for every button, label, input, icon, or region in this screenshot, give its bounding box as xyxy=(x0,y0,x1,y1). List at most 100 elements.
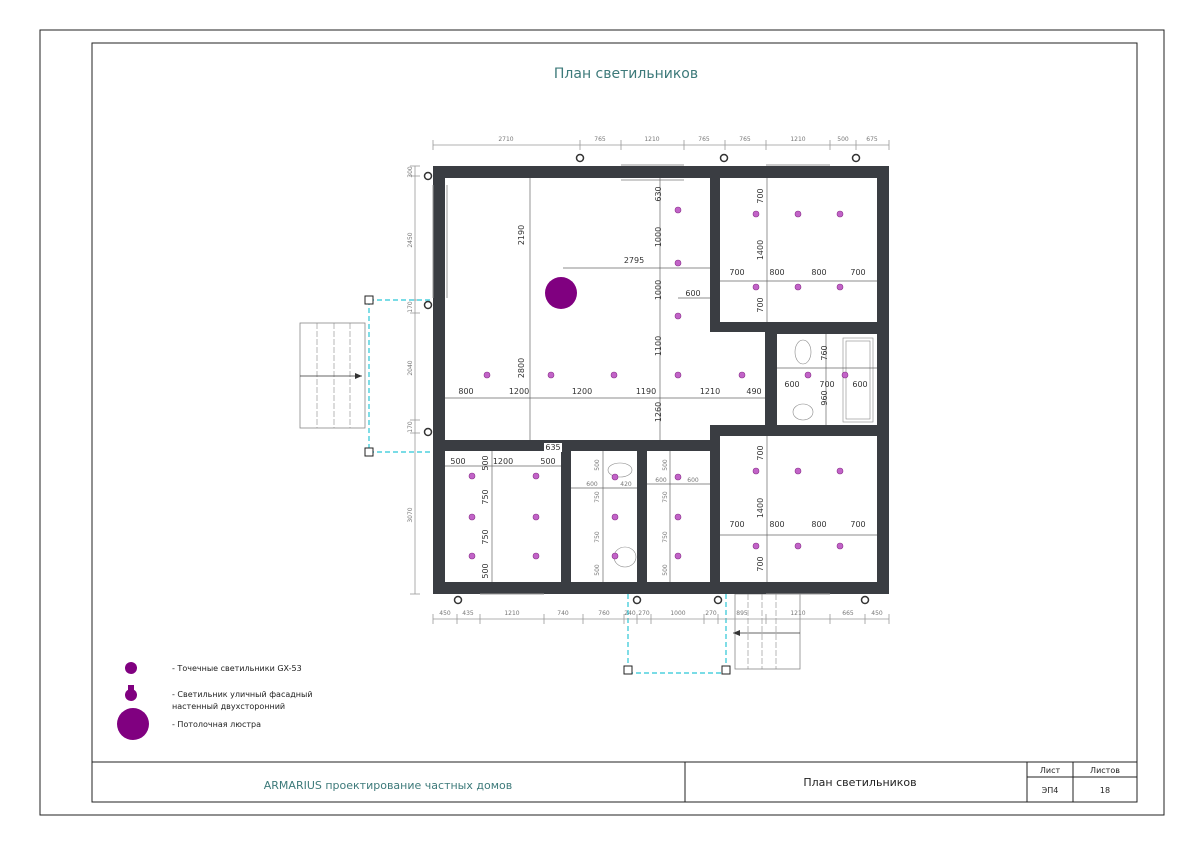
spot-light-icon xyxy=(674,473,682,481)
spot-light-icon xyxy=(836,542,844,550)
spot-light-icon xyxy=(611,513,619,521)
legend-facade-icon xyxy=(128,685,134,690)
svg-text:1260: 1260 xyxy=(654,402,663,422)
svg-text:800: 800 xyxy=(769,268,784,277)
sheet-label: Лист xyxy=(1040,766,1061,775)
sheets-label: Листов xyxy=(1090,766,1120,775)
room-wc-1 xyxy=(571,451,637,582)
svg-text:270: 270 xyxy=(705,610,717,617)
spot-light-icon xyxy=(483,371,491,379)
bedroom-top-dimensions: 700 1400 700 700 800 800 700 xyxy=(729,188,865,312)
spot-light-icon xyxy=(674,312,682,320)
svg-text:700: 700 xyxy=(756,445,765,460)
facade-light-icon xyxy=(423,300,433,310)
svg-text:760: 760 xyxy=(598,610,610,617)
sheet-title: План светильников xyxy=(554,66,698,82)
svg-text:500: 500 xyxy=(594,564,601,576)
svg-text:240: 240 xyxy=(624,610,636,617)
svg-text:- Светильник уличный фасадный: - Светильник уличный фасадный xyxy=(172,690,313,699)
spot-light-icon xyxy=(752,283,760,291)
svg-text:1400: 1400 xyxy=(756,498,765,518)
spot-light-icon xyxy=(674,371,682,379)
svg-text:- Точечные светильники GX-53: - Точечные светильники GX-53 xyxy=(172,664,302,673)
svg-text:3070: 3070 xyxy=(407,507,414,522)
svg-text:1000: 1000 xyxy=(654,227,663,247)
svg-text:2795: 2795 xyxy=(624,256,644,265)
left-dimensions: 300 2450 170 2040 170 3070 xyxy=(407,165,420,595)
drawing-name: План светильников xyxy=(803,776,916,789)
facade-light-icon xyxy=(453,595,463,605)
svg-text:1200: 1200 xyxy=(572,387,592,396)
company-name: ARMARIUS проектирование частных домов xyxy=(264,779,512,792)
svg-text:800: 800 xyxy=(458,387,473,396)
spot-light-icon xyxy=(468,472,476,480)
svg-text:665: 665 xyxy=(842,610,854,617)
svg-text:- Потолочная люстра: - Потолочная люстра xyxy=(172,720,261,729)
svg-text:635: 635 xyxy=(545,443,560,452)
living-dimensions: 2190 630 1000 1000 1100 1260 2795 600 28… xyxy=(458,186,761,422)
svg-text:2190: 2190 xyxy=(517,225,526,245)
spot-light-icon xyxy=(738,371,746,379)
bottom-porch xyxy=(623,593,801,675)
svg-text:750: 750 xyxy=(662,531,669,543)
svg-text:600: 600 xyxy=(655,477,667,484)
svg-text:270: 270 xyxy=(638,610,650,617)
svg-text:750: 750 xyxy=(662,491,669,503)
facade-light-icon xyxy=(423,171,433,181)
bottom-dimensions: 450 435 1210 740 760 240 270 1000 270 89… xyxy=(432,610,890,624)
bedroom-bottom-left-dimensions: 635 500 500 1200 500 750 750 500 xyxy=(450,443,562,579)
spot-light-icon xyxy=(532,552,540,560)
svg-text:170: 170 xyxy=(407,421,414,433)
spot-light-icon xyxy=(610,371,618,379)
svg-text:800: 800 xyxy=(811,268,826,277)
spot-light-icon xyxy=(752,210,760,218)
svg-text:600: 600 xyxy=(784,380,799,389)
svg-text:300: 300 xyxy=(407,166,414,178)
spot-light-icon xyxy=(674,206,682,214)
facade-light-icon xyxy=(713,595,723,605)
legend-spot-icon xyxy=(125,662,137,674)
svg-text:1190: 1190 xyxy=(636,387,656,396)
svg-text:765: 765 xyxy=(698,136,710,143)
svg-text:765: 765 xyxy=(739,136,751,143)
facade-light-icon xyxy=(632,595,642,605)
svg-text:2710: 2710 xyxy=(498,136,513,143)
svg-text:2800: 2800 xyxy=(517,358,526,378)
spot-light-icon xyxy=(836,467,844,475)
svg-text:1000: 1000 xyxy=(654,280,663,300)
svg-text:800: 800 xyxy=(811,520,826,529)
spot-light-icon xyxy=(794,542,802,550)
svg-text:2450: 2450 xyxy=(407,232,414,247)
spot-light-icon xyxy=(841,371,849,379)
svg-text:700: 700 xyxy=(819,380,834,389)
svg-text:1200: 1200 xyxy=(509,387,529,396)
title-block xyxy=(92,761,1137,802)
svg-text:700: 700 xyxy=(850,268,865,277)
svg-text:2040: 2040 xyxy=(407,360,414,375)
svg-text:420: 420 xyxy=(620,481,632,488)
spot-light-icon xyxy=(804,371,812,379)
interior-dimension-lines xyxy=(445,178,877,582)
svg-text:1210: 1210 xyxy=(700,387,720,396)
room-bathroom xyxy=(777,334,877,425)
spot-light-icon xyxy=(532,513,540,521)
facade-light-icon xyxy=(575,153,585,163)
sheet-number: ЭП4 xyxy=(1042,786,1059,795)
facade-light-icon xyxy=(719,153,729,163)
spot-light-icon xyxy=(468,552,476,560)
svg-text:700: 700 xyxy=(756,188,765,203)
svg-text:600: 600 xyxy=(685,289,700,298)
wc2-dimensions: 500 600 600 750 750 500 xyxy=(655,459,699,576)
svg-text:1400: 1400 xyxy=(756,240,765,260)
outer-frame xyxy=(39,29,1165,816)
spot-light-icon xyxy=(674,259,682,267)
spot-light-icon xyxy=(674,552,682,560)
legend-chandelier-icon xyxy=(117,708,149,740)
spot-lights xyxy=(468,206,849,560)
chandelier-icon xyxy=(545,277,577,309)
spot-light-icon xyxy=(794,467,802,475)
facade-light-icon xyxy=(851,153,861,163)
spot-light-icon xyxy=(836,210,844,218)
inner-frame xyxy=(91,42,1138,803)
